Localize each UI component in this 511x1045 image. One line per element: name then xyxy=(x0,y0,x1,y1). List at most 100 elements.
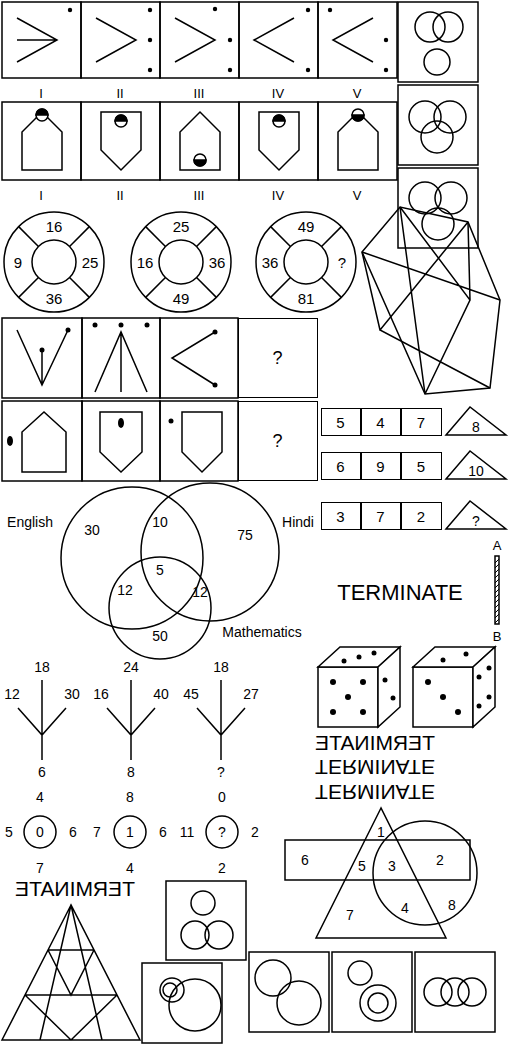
mirror-rod xyxy=(495,556,499,624)
number-cell: 2 xyxy=(401,502,442,530)
region-count: 50 xyxy=(152,629,168,643)
figure-numeral: II xyxy=(116,87,123,100)
node-value: 49 xyxy=(298,219,315,234)
dice-figure xyxy=(318,647,495,727)
circle-figure xyxy=(424,978,452,1006)
line-figure xyxy=(17,330,68,385)
figure-dot xyxy=(66,328,71,333)
half-circle-mark xyxy=(115,115,127,121)
dice-pip xyxy=(383,678,388,683)
node-value: 3 xyxy=(336,508,344,523)
node-value: ? xyxy=(338,255,346,270)
dice-figure xyxy=(413,667,473,727)
figure-numeral: IV xyxy=(272,189,284,202)
ring-inner xyxy=(32,240,76,284)
figure-box xyxy=(142,963,222,1043)
tree-number: 27 xyxy=(243,687,259,701)
half-circle-mark xyxy=(352,109,364,121)
triangle-count-figure xyxy=(2,905,140,1040)
line-figure xyxy=(95,332,147,392)
polyhedron-figure xyxy=(362,207,500,394)
dice-figure xyxy=(378,647,400,727)
ring-outer xyxy=(4,212,104,312)
node-value: 81 xyxy=(298,291,315,306)
line-figure xyxy=(22,412,66,472)
dice-pip xyxy=(440,694,446,700)
number-cell: 5 xyxy=(401,452,442,480)
dice-pip xyxy=(372,651,377,656)
node-value: 0 xyxy=(36,825,44,839)
question-box: ? xyxy=(238,318,318,398)
line-figure xyxy=(182,412,222,472)
polyhedron-figure xyxy=(362,207,500,394)
arrow-figure xyxy=(175,18,215,62)
figure-dot xyxy=(118,418,124,428)
line-figure xyxy=(172,332,215,385)
figure-dot xyxy=(306,68,310,72)
dice-pip xyxy=(455,709,461,715)
figure-box xyxy=(398,168,478,248)
circle-figure xyxy=(255,960,291,996)
figure-dot xyxy=(213,330,218,335)
dice-pip xyxy=(425,679,431,685)
number-cell: 7 xyxy=(401,408,442,436)
house-figure xyxy=(101,112,141,170)
region-number: 5 xyxy=(358,859,366,873)
figure-box xyxy=(239,102,318,180)
figure-box xyxy=(415,952,495,1032)
circle-figure xyxy=(458,978,486,1006)
dice-pip xyxy=(477,704,482,709)
node-value: 5 xyxy=(336,414,344,429)
dice-figure xyxy=(318,667,378,727)
number-circle: ? xyxy=(205,815,239,849)
mirror-rod xyxy=(495,559,499,623)
arrow-figure xyxy=(17,18,373,62)
figure-box xyxy=(160,102,239,180)
region-number: 8 xyxy=(448,898,456,912)
word-label: TERMINATE xyxy=(315,782,435,803)
figure-box xyxy=(398,2,478,82)
node-value: 2 xyxy=(417,508,425,523)
tree-number: 40 xyxy=(153,687,169,701)
tree-number: 30 xyxy=(64,687,80,701)
circle-figure xyxy=(205,921,233,949)
dice-pip xyxy=(330,651,492,716)
circle-number: 6 xyxy=(159,825,167,839)
number-cell: 7 xyxy=(361,502,401,530)
node-value: ? xyxy=(272,349,282,367)
figure-numeral: I xyxy=(39,87,43,100)
arrow-figure xyxy=(254,18,294,62)
figure-dot xyxy=(40,348,45,353)
node-value: 10 xyxy=(468,464,484,478)
circle-number: 7 xyxy=(36,861,44,875)
ring-outer xyxy=(256,212,356,312)
figure-dot xyxy=(328,8,332,12)
node-outline xyxy=(446,451,506,479)
figure-box xyxy=(166,881,246,960)
dice-pip xyxy=(330,679,336,685)
figure-dot xyxy=(7,436,13,446)
house-figure xyxy=(338,112,378,170)
figure-box xyxy=(398,85,478,165)
figure-box xyxy=(2,2,495,1043)
circle-number: 0 xyxy=(218,790,226,804)
figure-numeral: II xyxy=(116,189,123,202)
dice-pip xyxy=(342,659,347,664)
ring-divider xyxy=(70,278,90,298)
circle-figure xyxy=(409,101,441,133)
half-circle-mark xyxy=(36,109,364,166)
arrow-figure xyxy=(96,18,136,62)
node-value: 16 xyxy=(46,219,63,234)
circle-outline xyxy=(24,816,56,848)
circle-figure xyxy=(160,12,486,1031)
figure-dot xyxy=(169,419,174,424)
ring-divider xyxy=(146,227,166,247)
ring-outer xyxy=(131,212,231,312)
tree-number: 8 xyxy=(127,765,135,779)
circle-number: 4 xyxy=(36,790,44,804)
node-outline xyxy=(446,407,506,435)
figure-dot xyxy=(148,8,152,12)
node-value: 7 xyxy=(376,508,384,523)
dice-pip xyxy=(345,694,351,700)
